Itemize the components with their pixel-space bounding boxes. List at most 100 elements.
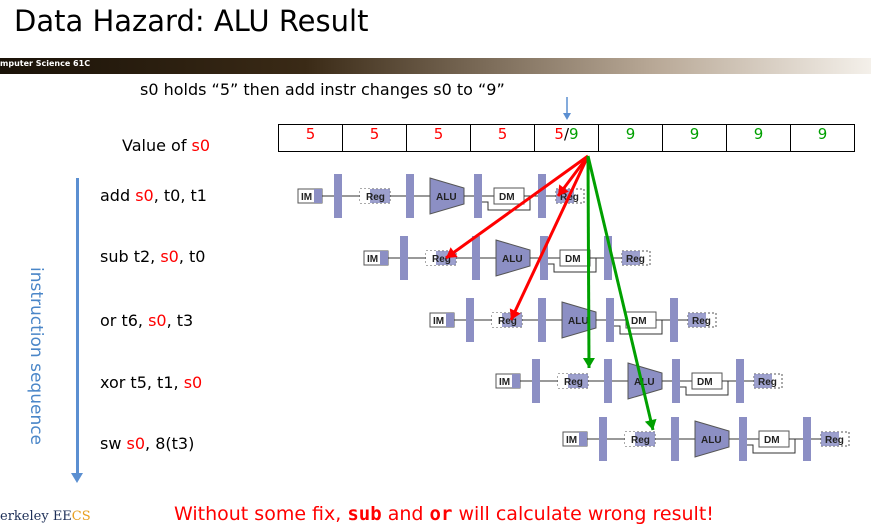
dm-bypass-wire bbox=[482, 196, 531, 211]
regfile-write-label: Reg bbox=[626, 254, 645, 265]
im-block-shade bbox=[512, 374, 520, 388]
instruction-text: , t0 bbox=[178, 247, 206, 266]
pipeline-register bbox=[670, 298, 678, 342]
instruction-text: sub t2, bbox=[100, 247, 161, 266]
warning-part-1: Without some fix, bbox=[174, 503, 348, 525]
alu-block bbox=[627, 362, 663, 400]
alu-label: ALU bbox=[436, 192, 457, 203]
regfile-label: Reg bbox=[366, 192, 385, 203]
pipeline-register bbox=[406, 174, 414, 218]
alu-label: ALU bbox=[502, 254, 523, 265]
instruction-text: add bbox=[100, 186, 136, 205]
regfile-label: Reg bbox=[564, 377, 583, 388]
regfile-write-shade bbox=[754, 374, 772, 388]
ok-arrow-green bbox=[586, 155, 655, 431]
regfile-write-shade bbox=[622, 251, 640, 265]
value-label: Value of s0 bbox=[122, 136, 210, 155]
alu-label: ALU bbox=[634, 377, 655, 388]
pipeline-register bbox=[334, 174, 342, 218]
header-bar: mputer Science 61C bbox=[0, 58, 871, 74]
pipeline-register bbox=[604, 236, 612, 280]
instruction-label: xor t5, t1, s0 bbox=[100, 373, 202, 392]
dm-label: DM bbox=[697, 377, 713, 388]
im-block-shade bbox=[579, 432, 587, 446]
pipeline-register bbox=[803, 417, 811, 461]
instruction-label: sub t2, s0, t0 bbox=[100, 247, 205, 266]
regfile-shade bbox=[635, 432, 655, 446]
instruction-text: or t6, bbox=[100, 311, 149, 330]
im-label: IM bbox=[499, 377, 510, 388]
regfile-read-half bbox=[426, 251, 436, 265]
ok-arrow-green-head bbox=[644, 418, 657, 430]
pipeline-register bbox=[736, 359, 744, 403]
logo-text-a: erkeley bbox=[0, 509, 53, 524]
regfile-write-shade bbox=[688, 313, 706, 327]
im-block-shade bbox=[380, 251, 388, 265]
instruction-reg: s0 bbox=[135, 186, 154, 205]
alu-block bbox=[495, 239, 531, 277]
regfile-write-label: Reg bbox=[692, 316, 711, 327]
down-arrow-head bbox=[563, 113, 571, 120]
dm-bypass-wire bbox=[747, 439, 796, 454]
pipeline-register bbox=[466, 298, 474, 342]
hazard-arrow-red-head bbox=[509, 308, 521, 320]
pipeline-register bbox=[671, 417, 679, 461]
alu-label: ALU bbox=[568, 316, 589, 327]
instruction-text: , t0, t1 bbox=[153, 186, 207, 205]
value-cell-new: 9 bbox=[569, 125, 579, 143]
regfile-read-half bbox=[558, 374, 568, 388]
value-cell: 5 bbox=[342, 124, 407, 152]
hazard-arrow-red-head bbox=[446, 247, 458, 258]
instruction-reg: s0 bbox=[183, 373, 203, 392]
instruction-text: sw bbox=[100, 434, 127, 453]
alu-block bbox=[429, 177, 465, 215]
pipeline-register bbox=[538, 174, 546, 218]
regfile-write-label: Reg bbox=[825, 435, 844, 446]
im-label: IM bbox=[566, 435, 577, 446]
dm-label: DM bbox=[631, 316, 647, 327]
pipeline-register bbox=[540, 236, 548, 280]
regfile-label: Reg bbox=[498, 316, 517, 327]
regfile-read-half bbox=[492, 313, 502, 327]
sequence-arrow bbox=[71, 178, 83, 483]
pipeline-register bbox=[672, 359, 680, 403]
dm-label: DM bbox=[764, 435, 780, 446]
alu-label: ALU bbox=[701, 435, 722, 446]
dm-bypass-wire bbox=[614, 320, 663, 335]
dm-bypass-wire bbox=[548, 258, 597, 273]
warning-part-2: and bbox=[381, 503, 430, 525]
alu-block bbox=[694, 420, 730, 458]
warning-text: Without some fix, sub and or will calcul… bbox=[174, 503, 714, 525]
value-cell: 9 bbox=[790, 124, 855, 152]
pipeline-register bbox=[474, 174, 482, 218]
warning-sub: sub bbox=[347, 503, 382, 525]
ok-arrow-green-head bbox=[582, 357, 595, 368]
pipeline-register bbox=[472, 236, 480, 280]
value-cell: 9 bbox=[598, 124, 663, 152]
dm-bypass-wire bbox=[680, 381, 729, 396]
value-cell-old: 5 bbox=[554, 125, 564, 143]
regfile-label: Reg bbox=[432, 254, 451, 265]
instruction-reg: s0 bbox=[160, 247, 179, 266]
warning-or: or bbox=[429, 503, 453, 525]
regfile-shade bbox=[370, 189, 390, 203]
instruction-text: , 8(t3) bbox=[145, 434, 195, 453]
ok-arrow-green bbox=[586, 155, 591, 369]
regfile-shade bbox=[568, 374, 588, 388]
pipeline-register bbox=[599, 417, 607, 461]
dm-label: DM bbox=[499, 192, 515, 203]
instruction-reg: s0 bbox=[126, 434, 146, 453]
im-block-shade bbox=[314, 189, 322, 203]
pipeline-register bbox=[538, 298, 546, 342]
value-cell: 5 bbox=[470, 124, 535, 152]
value-cell: 9 bbox=[726, 124, 791, 152]
hazard-note: s0 holds “5” then add instr changes s0 t… bbox=[140, 80, 505, 99]
regfile-write-label: Reg bbox=[758, 377, 777, 388]
sequence-label: instruction sequence bbox=[26, 267, 46, 446]
pipeline-register bbox=[604, 359, 612, 403]
value-cell: 5 bbox=[278, 124, 343, 152]
hazard-arrow-red bbox=[509, 155, 590, 321]
im-label: IM bbox=[433, 316, 444, 327]
